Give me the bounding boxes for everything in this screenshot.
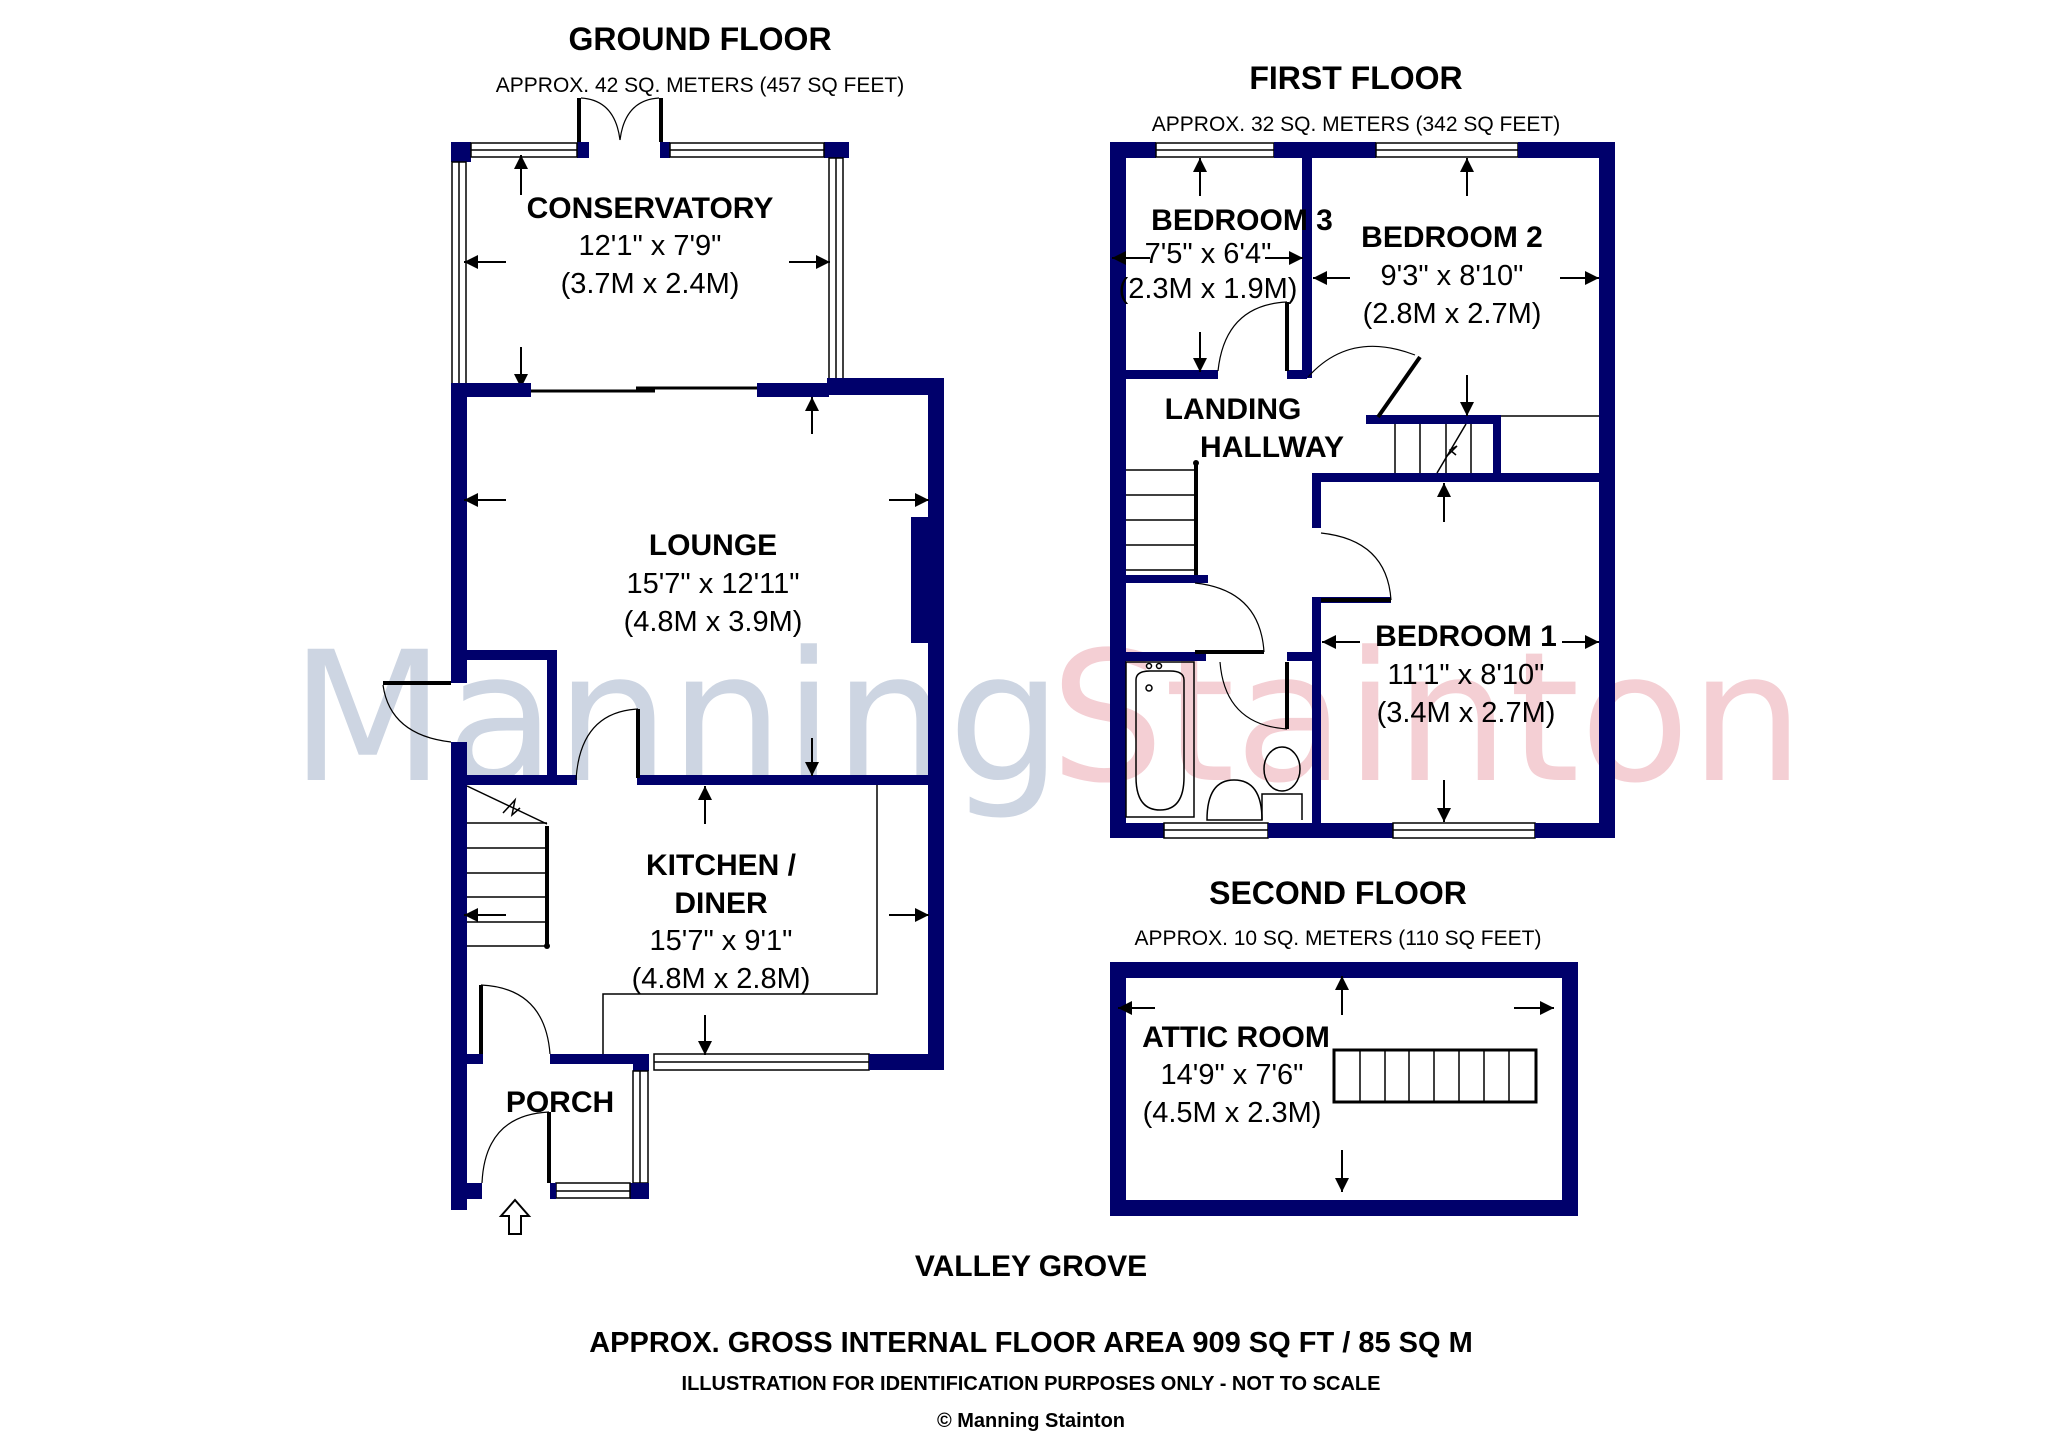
bathroom-fixtures <box>1125 661 1303 821</box>
watermark-stainton: Stainton <box>1050 614 1804 823</box>
first-floor: FIRST FLOOR APPROX. 32 SQ. METERS (342 S… <box>1110 60 1615 839</box>
room-name-landing-line1: LANDING <box>1165 393 1302 426</box>
watermark: Manning Stainton <box>290 614 1804 823</box>
room-dim-metric-bedroom2: (2.8M x 2.7M) <box>1363 298 1542 330</box>
attic-wall-left <box>1110 962 1126 1216</box>
room-dim-imperial-kitchen: 15'7" x 9'1" <box>650 925 793 957</box>
conservatory-walls <box>451 97 849 388</box>
second-floor-title: SECOND FLOOR <box>1209 875 1467 911</box>
room-dim-metric-conservatory: (3.7M x 2.4M) <box>561 268 740 300</box>
copyright: © Manning Stainton <box>937 1410 1125 1432</box>
room-dim-imperial-conservatory: 12'1" x 7'9" <box>579 230 722 262</box>
disclaimer: ILLUSTRATION FOR IDENTIFICATION PURPOSES… <box>682 1373 1381 1395</box>
room-dim-imperial-bedroom2: 9'3" x 8'10" <box>1381 260 1524 292</box>
attic-wall-bottom <box>1110 1200 1578 1216</box>
room-dim-metric-attic: (4.5M x 2.3M) <box>1143 1097 1322 1129</box>
first-floor-doors <box>1194 301 1422 730</box>
address: VALLEY GROVE <box>915 1250 1147 1283</box>
gross-area: APPROX. GROSS INTERNAL FLOOR AREA 909 SQ… <box>589 1327 1473 1359</box>
room-name-bedroom3: BEDROOM 3 <box>1151 204 1333 237</box>
attic-wall-right <box>1562 962 1578 1216</box>
second-floor-area: APPROX. 10 SQ. METERS (110 SQ FEET) <box>1135 927 1542 950</box>
first-floor-walls <box>1110 142 1615 839</box>
attic-wall-top <box>1110 962 1578 978</box>
ground-fixtures <box>382 681 878 1184</box>
room-dim-metric-bedroom1: (3.4M x 2.7M) <box>1377 697 1556 729</box>
footer: VALLEY GROVE APPROX. GROSS INTERNAL FLOO… <box>589 1250 1473 1432</box>
ground-outer-walls <box>451 378 944 1210</box>
room-name-kitchen-line2: DINER <box>674 887 768 920</box>
room-name-lounge: LOUNGE <box>649 529 777 562</box>
room-name-porch: PORCH <box>506 1086 614 1119</box>
ground-floor-title: GROUND FLOOR <box>568 21 831 57</box>
room-name-conservatory: CONSERVATORY <box>527 192 774 225</box>
entrance-arrow-icon <box>498 1198 532 1235</box>
room-name-bedroom1: BEDROOM 1 <box>1375 620 1557 653</box>
ground-floor-area: APPROX. 42 SQ. METERS (457 SQ FEET) <box>496 74 904 97</box>
watermark-manning: Manning <box>290 614 1062 823</box>
second-floor: SECOND FLOOR APPROX. 10 SQ. METERS (110 … <box>1110 875 1578 1216</box>
room-name-attic: ATTIC ROOM <box>1142 1021 1330 1054</box>
room-name-kitchen-line1: KITCHEN / <box>646 849 797 882</box>
first-floor-title: FIRST FLOOR <box>1249 60 1462 96</box>
room-name-bedroom2: BEDROOM 2 <box>1361 221 1543 254</box>
first-floor-area: APPROX. 32 SQ. METERS (342 SQ FEET) <box>1152 113 1560 136</box>
room-dim-imperial-lounge: 15'7" x 12'11" <box>626 568 799 600</box>
attic-stairs <box>1332 1048 1538 1104</box>
ground-floor: GROUND FLOOR APPROX. 42 SQ. METERS (457 … <box>382 21 944 1235</box>
room-dim-imperial-attic: 14'9" x 7'6" <box>1161 1059 1304 1091</box>
room-dim-metric-bedroom3: (2.3M x 1.9M) <box>1119 273 1298 305</box>
room-name-landing-line2: HALLWAY <box>1200 431 1344 464</box>
room-dim-metric-lounge: (4.8M x 3.9M) <box>624 606 803 638</box>
room-dim-metric-kitchen: (4.8M x 2.8M) <box>632 963 811 995</box>
room-dim-imperial-bedroom1: 11'1" x 8'10" <box>1388 659 1545 691</box>
room-dim-imperial-bedroom3: 7'5" x 6'4" <box>1145 238 1272 270</box>
